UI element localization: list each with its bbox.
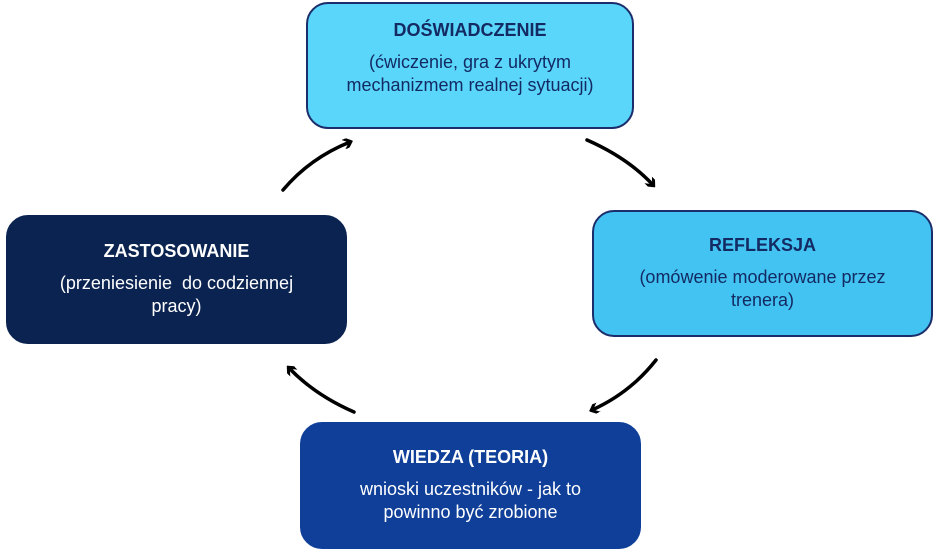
reflection-box: REFLEKSJA (omówenie moderowane przez tre… bbox=[592, 210, 933, 337]
knowledge-title: WIEDZA (TEORIA) bbox=[392, 447, 549, 467]
knowledge-desc: wnioski uczestników - jak to powinno być… bbox=[359, 479, 582, 522]
arrow-knowledge-to-application bbox=[289, 368, 356, 414]
experience-box: DOŚWIADCZENIE (ćwiczenie, gra z ukrytym … bbox=[306, 2, 634, 129]
experience-title: DOŚWIADCZENIE bbox=[393, 20, 547, 40]
experience-desc: (ćwiczenie, gra z ukrytym mechanizmem re… bbox=[346, 52, 594, 95]
reflection-title: REFLEKSJA bbox=[708, 235, 816, 255]
application-title: ZASTOSOWANIE bbox=[103, 241, 250, 261]
reflection-desc: (omówenie moderowane przez trenera) bbox=[639, 267, 886, 310]
application-box: ZASTOSOWANIE (przeniesienie do codzienne… bbox=[6, 215, 347, 344]
arrow-reflection-to-knowledge bbox=[592, 358, 658, 410]
knowledge-box: WIEDZA (TEORIA) wnioski uczestników - ja… bbox=[300, 422, 641, 549]
arrow-application-to-experience bbox=[281, 142, 350, 192]
application-desc: (przeniesienie do codziennej pracy) bbox=[59, 273, 299, 316]
arrow-experience-to-reflection bbox=[585, 138, 653, 185]
